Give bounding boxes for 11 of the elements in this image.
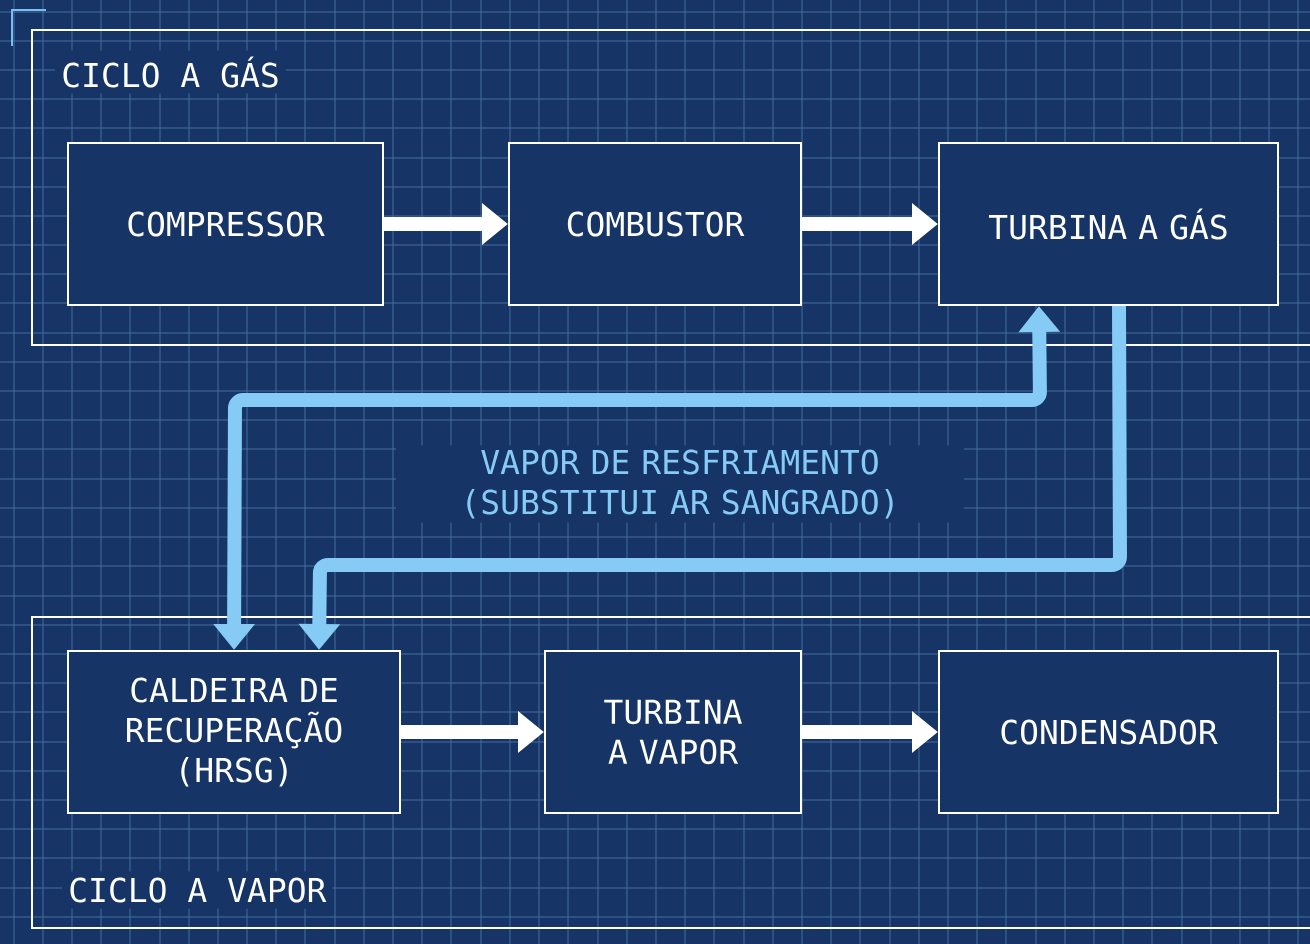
process-box: CONDENSADOR bbox=[938, 650, 1279, 814]
process-box: TURBINA A VAPOR bbox=[544, 650, 802, 814]
process-box: COMBUSTOR bbox=[508, 142, 802, 306]
section-heading: CICLO A VAPOR bbox=[62, 871, 333, 909]
process-box: COMPRESSOR bbox=[67, 142, 384, 306]
process-box: TURBINA A GÁS bbox=[938, 142, 1279, 306]
section-heading: CICLO A GÁS bbox=[55, 50, 286, 94]
flow-label: VAPOR DE RESFRIAMENTO (SUBSTITUI AR SANGRADO) bbox=[396, 445, 964, 523]
cycle-band bbox=[31, 29, 1310, 346]
cycle-band bbox=[31, 616, 1310, 929]
process-box: CALDEIRA DE RECUPERAÇÃO (HRSG) bbox=[67, 650, 401, 814]
